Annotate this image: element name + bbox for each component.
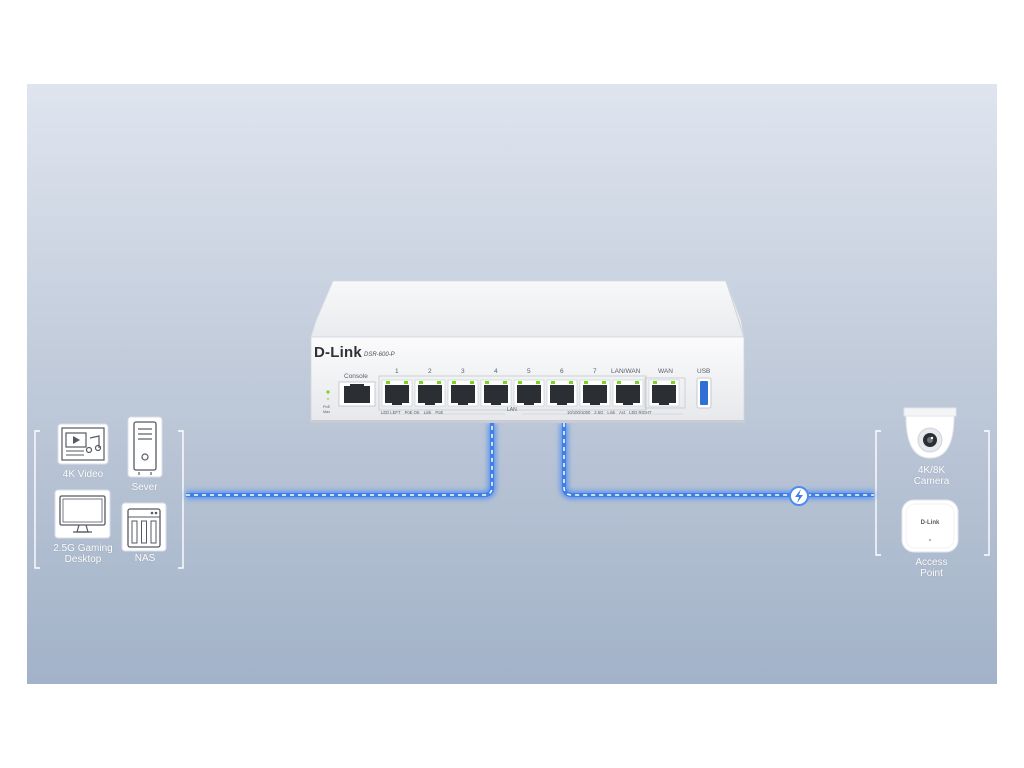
port-led	[671, 381, 675, 384]
port-led	[653, 381, 657, 384]
lan-port	[447, 379, 479, 407]
port-number-label: 5	[527, 368, 531, 375]
lanwan-port	[612, 379, 644, 407]
usb-label: USB	[697, 368, 711, 375]
port-number-label: 4	[494, 368, 498, 375]
port-led	[470, 381, 474, 384]
lan-port	[414, 379, 446, 407]
led-legend-right: 10/100/1000 2.5G Link Act LED RIGHT	[567, 410, 651, 415]
port-led	[584, 381, 588, 384]
port-led	[503, 381, 507, 384]
poe-left-label: PoE	[435, 410, 444, 415]
led-right-label: LED RIGHT	[629, 410, 652, 415]
power-poe-label: PoE Max	[323, 405, 331, 414]
router-brand: D-Link	[314, 344, 362, 361]
lan-port	[381, 379, 413, 407]
left-cable	[186, 423, 496, 499]
speed-legend-label: 10/100/1000	[567, 410, 591, 415]
left-device-bracket	[34, 430, 184, 569]
lan-port	[579, 379, 611, 407]
label-nas: NAS	[134, 553, 156, 564]
lightning-bolt-icon	[789, 486, 809, 506]
act-right-label: Act	[619, 410, 626, 415]
port-led	[452, 381, 456, 384]
lan-port	[546, 379, 578, 407]
network-diagram: D-Link	[34, 280, 990, 569]
label-4k-video: 4K Video	[62, 469, 104, 480]
poe-ok-label: PoE OK	[404, 410, 420, 415]
right-device-bracket	[875, 430, 990, 556]
nas-icon	[121, 502, 167, 552]
port-number-label: 1	[395, 368, 399, 375]
server-tower-icon	[127, 416, 163, 478]
port-led	[569, 381, 573, 384]
label-gaming-desktop: 2.5G Gaming Desktop	[53, 543, 113, 565]
port-led	[602, 381, 606, 384]
console-port	[344, 386, 370, 403]
port-led	[551, 381, 555, 384]
port-led	[536, 381, 540, 384]
label-server: Sever	[131, 482, 158, 493]
wan-port	[648, 379, 680, 407]
port-number-label: 3	[461, 368, 465, 375]
port-led	[404, 381, 408, 384]
diagram-background: D-Link D-Link DSR-600-P Console LAN/WAN …	[27, 84, 997, 684]
lan-port	[513, 379, 545, 407]
lanwan-label: LAN/WAN	[611, 368, 641, 375]
port-led	[485, 381, 489, 384]
power-led	[326, 390, 330, 394]
video-music-icon	[57, 423, 109, 465]
port-number-label: 2	[428, 368, 432, 375]
console-label: Console	[344, 373, 368, 380]
router-device	[310, 280, 745, 423]
led-left-label: LED LEFT	[381, 410, 401, 415]
port-led	[617, 381, 621, 384]
lan-port	[480, 379, 512, 407]
port-led	[518, 381, 522, 384]
port-led	[419, 381, 423, 384]
label-camera: 4K/8K Camera	[913, 465, 950, 487]
wan-label: WAN	[658, 368, 673, 375]
access-point-icon: D-Link	[901, 499, 959, 553]
speed-25-label: 2.5G	[594, 410, 604, 415]
usb-port	[700, 381, 708, 405]
port-led	[635, 381, 639, 384]
desktop-monitor-icon	[54, 489, 111, 539]
access-point-brand: D-Link	[921, 520, 940, 526]
link-right-label: Link	[607, 410, 616, 415]
dome-camera-icon	[903, 407, 957, 459]
lan-label: LAN	[507, 407, 517, 413]
router-model: DSR-600-P	[364, 352, 395, 358]
link-left-label: Link	[423, 410, 432, 415]
port-number-label: 6	[560, 368, 564, 375]
port-number-label: 7	[593, 368, 597, 375]
label-access-point: Access Point	[915, 557, 948, 579]
port-led	[437, 381, 441, 384]
right-cable	[560, 423, 874, 499]
led-legend-left: LED LEFT PoE OK Link PoE	[381, 410, 443, 415]
port-led	[386, 381, 390, 384]
